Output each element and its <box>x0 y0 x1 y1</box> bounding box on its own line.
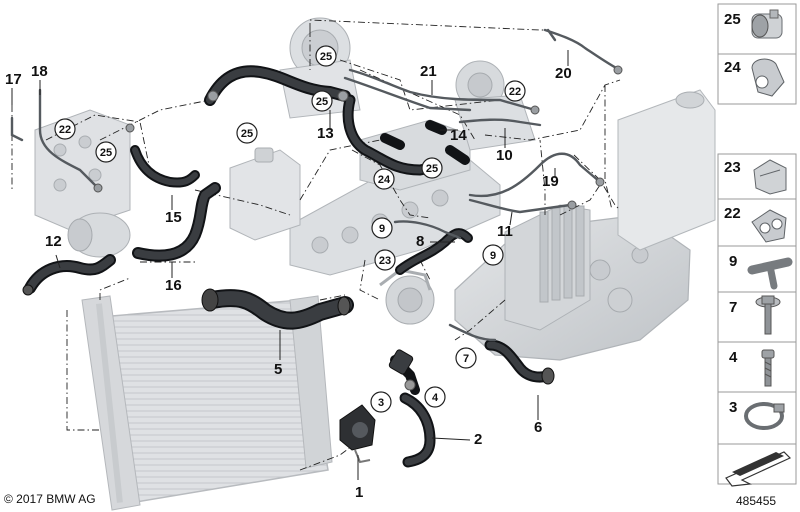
circled-ref: 25 <box>421 157 443 179</box>
legend-part-7 <box>755 295 781 335</box>
legend-part-24 <box>751 58 785 97</box>
legend-part-22 <box>751 209 787 243</box>
coolant-reservoir <box>617 89 716 251</box>
leader-ticks <box>11 50 569 480</box>
callout-14: 14 <box>450 127 467 144</box>
callout-21: 21 <box>420 63 437 80</box>
callout-10: 10 <box>496 147 513 164</box>
circled-ref: 9 <box>371 217 393 239</box>
circled-ref: 7 <box>455 347 477 369</box>
svg-text:3: 3 <box>378 397 384 409</box>
pipe-11 <box>468 198 572 214</box>
callout-15: 15 <box>165 209 182 226</box>
circled-ref: 25 <box>236 122 258 144</box>
legend-part-3 <box>744 402 785 430</box>
hose-14 <box>380 120 470 165</box>
pipe-19 <box>468 152 602 198</box>
svg-text:9: 9 <box>379 223 385 235</box>
valve-4 <box>388 349 416 391</box>
pipe-9 <box>393 220 462 240</box>
legend-num-3: 3 <box>729 399 737 416</box>
legend-num-25: 25 <box>724 11 741 28</box>
svg-text:25: 25 <box>241 128 253 140</box>
callout-18: 18 <box>31 63 48 80</box>
water-pump-1 <box>339 404 376 464</box>
circled-references: 25 25 22 25 25 22 24 25 9 9 23 7 3 4 <box>54 45 526 413</box>
svg-text:22: 22 <box>509 86 521 98</box>
circled-ref: 25 <box>315 45 337 67</box>
svg-text:9: 9 <box>490 250 496 262</box>
legend-num-7: 7 <box>729 299 737 316</box>
legend-num-4: 4 <box>729 349 738 366</box>
callout-labels: 1 2 5 6 8 10 11 12 13 14 15 16 17 18 19 … <box>5 63 572 501</box>
circled-ref: 22 <box>54 118 76 140</box>
copyright-text: © 2017 BMW AG <box>4 492 96 506</box>
callout-19: 19 <box>542 173 559 190</box>
legend-part-4 <box>761 349 775 387</box>
legend-part-25 <box>751 9 783 39</box>
radiator <box>81 295 333 511</box>
callout-17: 17 <box>5 71 22 88</box>
pipe-10 <box>458 118 542 127</box>
circled-ref: 3 <box>370 391 392 413</box>
pipe-18 <box>38 88 100 190</box>
pipe-21 <box>348 68 537 112</box>
svg-text:24: 24 <box>378 174 391 186</box>
legend-column: 25 24 23 22 9 7 4 3 <box>717 3 797 487</box>
callout-1: 1 <box>355 484 363 501</box>
svg-text:25: 25 <box>316 96 328 108</box>
svg-text:23: 23 <box>379 255 391 267</box>
legend-num-23: 23 <box>724 159 741 176</box>
callout-2: 2 <box>474 431 482 448</box>
circled-ref: 4 <box>424 386 446 408</box>
callout-16: 16 <box>165 277 182 294</box>
small-components <box>93 65 623 464</box>
callout-11: 11 <box>497 223 513 240</box>
circled-ref: 23 <box>374 249 396 271</box>
svg-text:4: 4 <box>432 392 439 404</box>
circled-ref: 25 <box>95 141 117 163</box>
connector-small-parts <box>93 65 623 210</box>
ac-compressor <box>67 212 131 258</box>
thermostat-housing <box>379 268 435 325</box>
svg-text:22: 22 <box>59 124 71 136</box>
pipe-20 <box>543 28 622 72</box>
svg-text:25: 25 <box>100 147 112 159</box>
pipe-7 <box>448 323 497 342</box>
callout-13: 13 <box>317 125 334 142</box>
circled-ref: 9 <box>482 244 504 266</box>
legend-num-9: 9 <box>729 253 737 270</box>
svg-text:25: 25 <box>320 51 332 63</box>
callout-20: 20 <box>555 65 572 82</box>
legend-part-23 <box>753 159 787 195</box>
callout-8: 8 <box>416 233 424 250</box>
legend-num-24: 24 <box>724 59 741 76</box>
hoses <box>22 65 555 468</box>
callout-6: 6 <box>534 419 542 436</box>
circled-ref: 24 <box>373 168 395 190</box>
callout-5: 5 <box>274 361 282 378</box>
legend-num-22: 22 <box>724 205 741 222</box>
svg-text:25: 25 <box>426 163 438 175</box>
callout-12: 12 <box>45 233 62 250</box>
legend-arrow-icon <box>725 451 792 487</box>
diagram-id: 485455 <box>736 494 777 508</box>
circled-ref: 25 <box>311 90 333 112</box>
background-parts <box>34 17 716 511</box>
engine-block <box>454 204 691 361</box>
legend-part-9 <box>747 257 793 290</box>
expansion-tank <box>229 147 301 241</box>
turbocharger <box>454 60 536 151</box>
left-housing <box>34 109 131 231</box>
metal-pipes <box>10 28 622 342</box>
circled-ref: 22 <box>504 80 526 102</box>
svg-text:7: 7 <box>463 353 469 365</box>
